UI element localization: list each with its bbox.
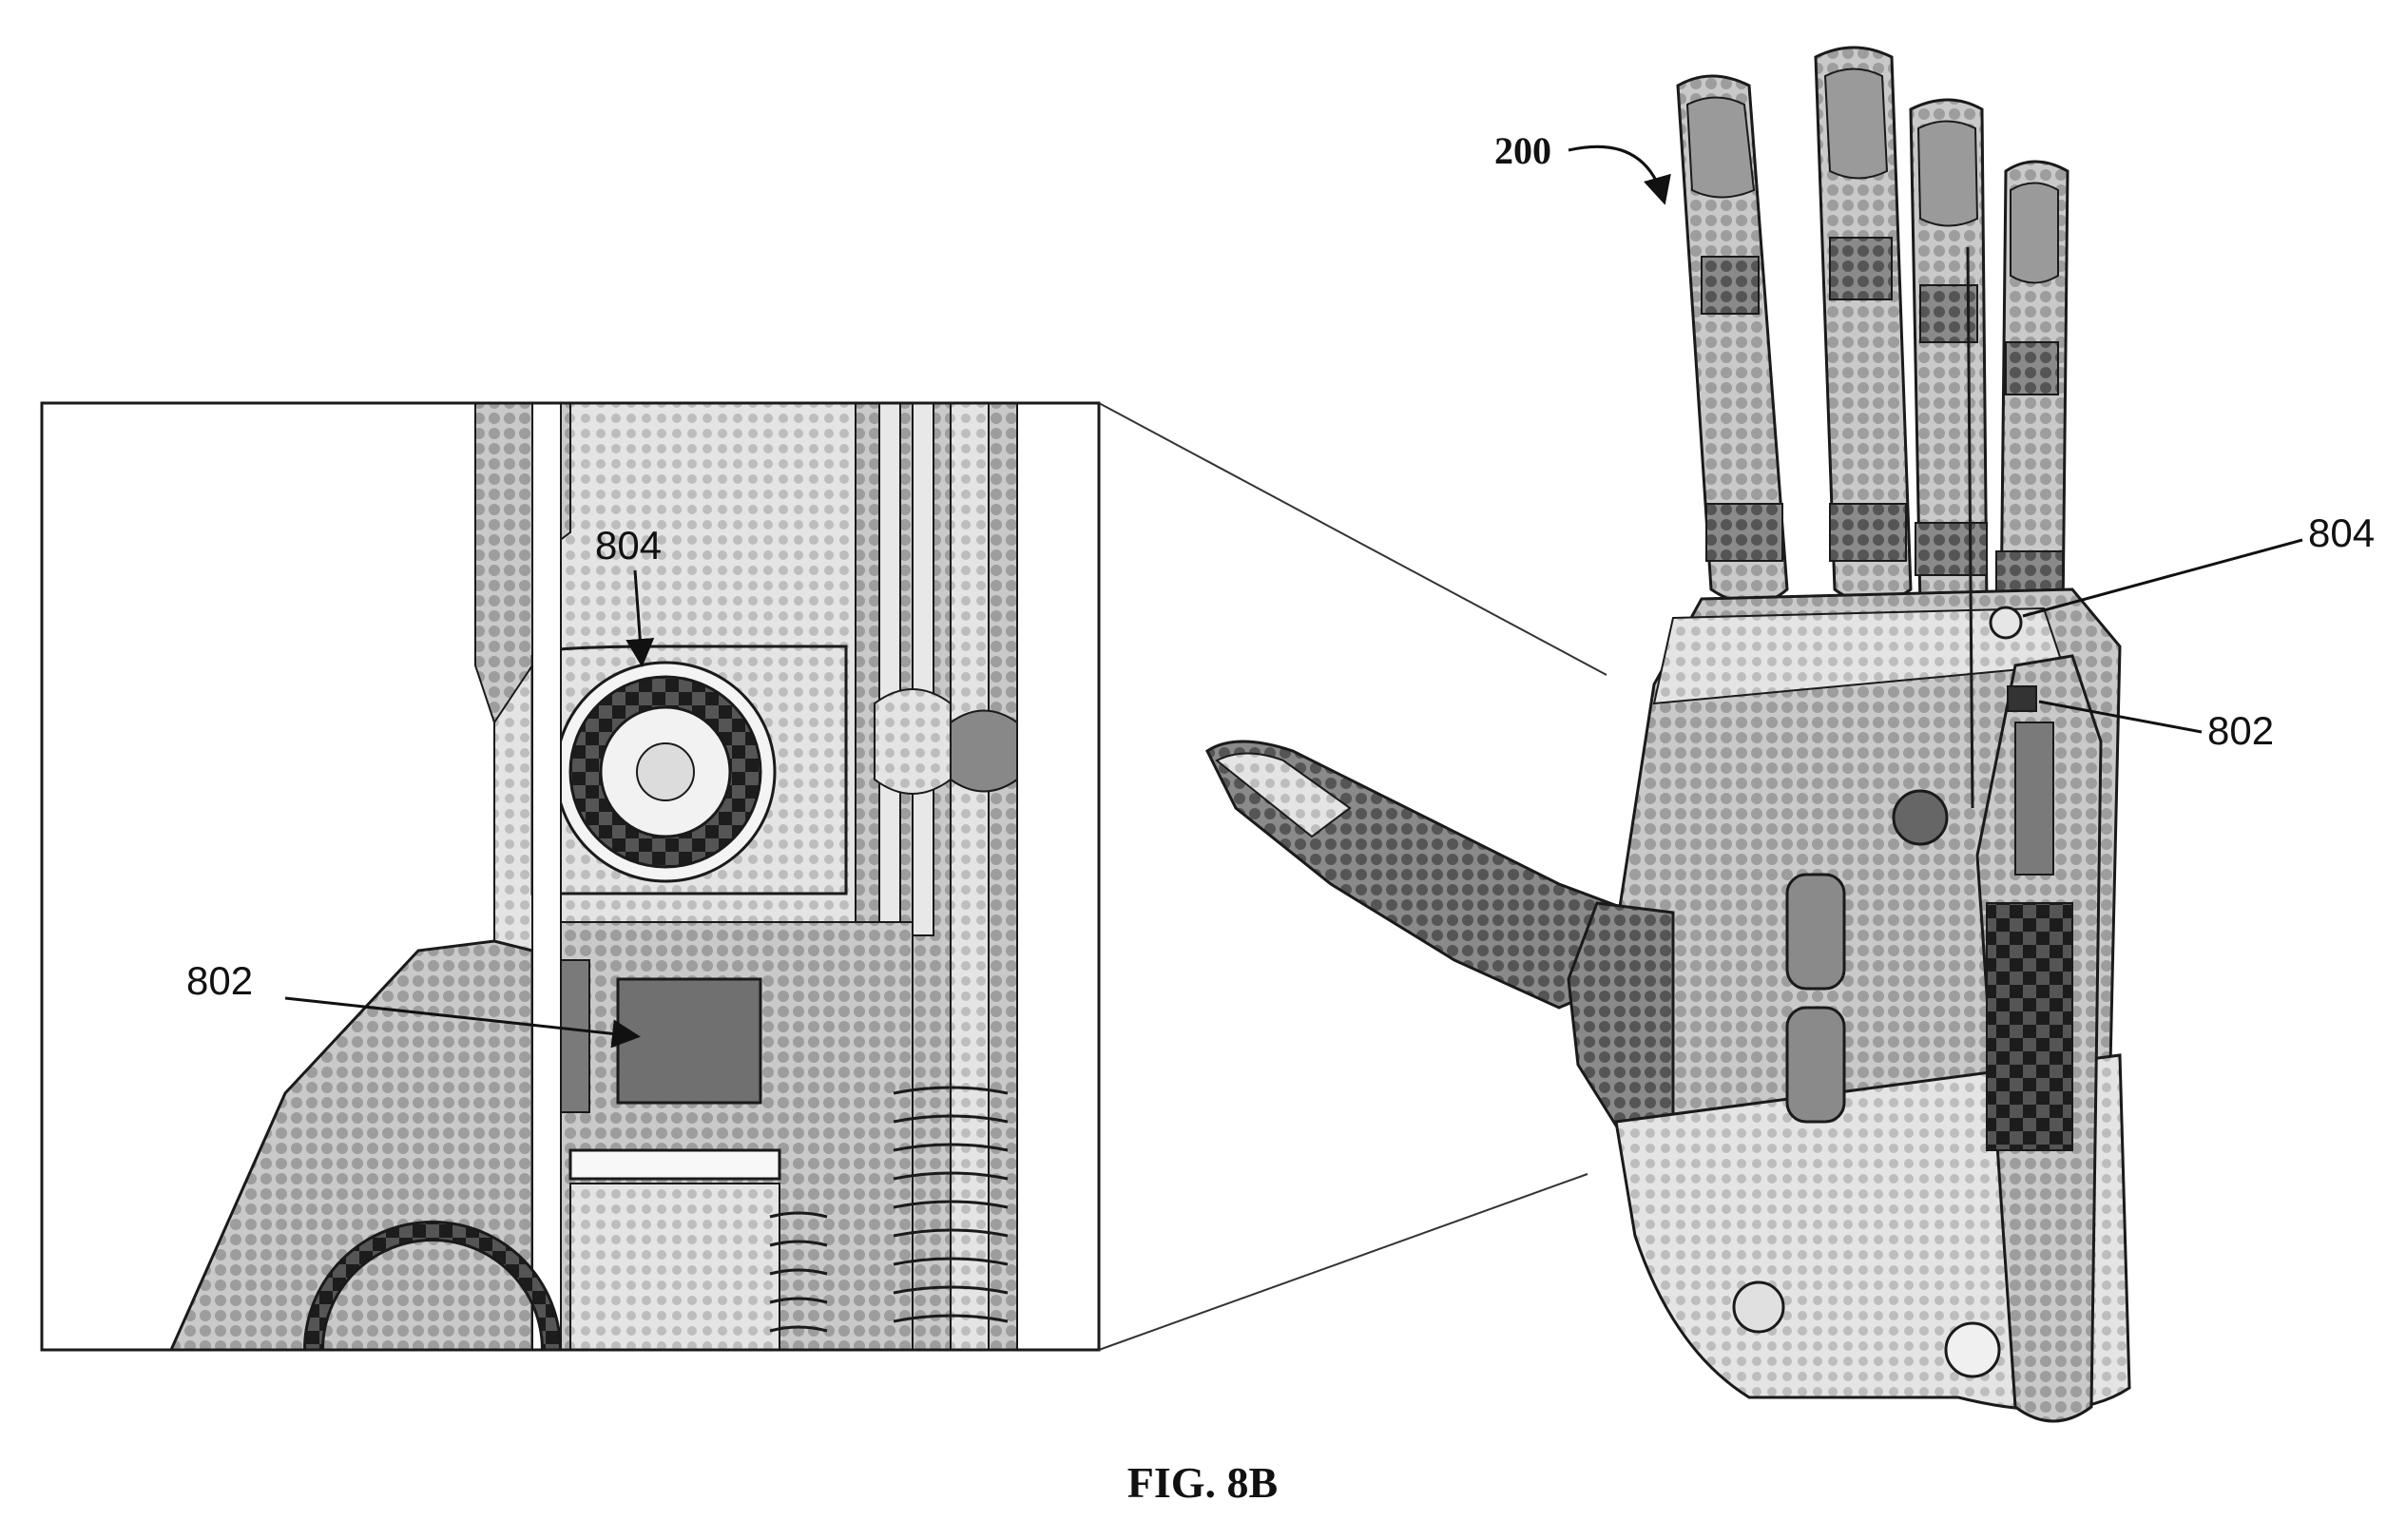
finger-index bbox=[1676, 74, 1789, 606]
leader-device bbox=[1568, 144, 1671, 205]
leader-inset-sensor bbox=[284, 996, 641, 1049]
main-sensor bbox=[2007, 685, 2037, 712]
label-main-magnet: 804 bbox=[2308, 510, 2375, 555]
finger-middle bbox=[1814, 46, 1913, 606]
zoom-line-bottom bbox=[1098, 1173, 1588, 1351]
hall-sensor bbox=[616, 977, 762, 1105]
main-magnet bbox=[1989, 606, 2023, 640]
leader-inset-magnet bbox=[626, 569, 655, 667]
thumb bbox=[1205, 740, 1637, 1010]
inset-springs bbox=[769, 1086, 1009, 1333]
prosthetic-hand bbox=[1205, 46, 2131, 1423]
label-main-sensor: 802 bbox=[2207, 708, 2274, 753]
inset-view bbox=[40, 401, 1101, 1352]
label-device: 200 bbox=[1494, 129, 1551, 172]
label-inset-sensor: 802 bbox=[186, 958, 253, 1003]
label-inset-magnet: 804 bbox=[595, 523, 662, 568]
inset-frame bbox=[40, 401, 1101, 1352]
leader-main-magnet bbox=[2022, 538, 2303, 618]
zoom-line-top bbox=[1098, 402, 1607, 676]
leader-main-sensor bbox=[2038, 700, 2203, 734]
figure-caption: FIG. 8B bbox=[1127, 1458, 1278, 1507]
magnet-ring bbox=[554, 661, 777, 883]
